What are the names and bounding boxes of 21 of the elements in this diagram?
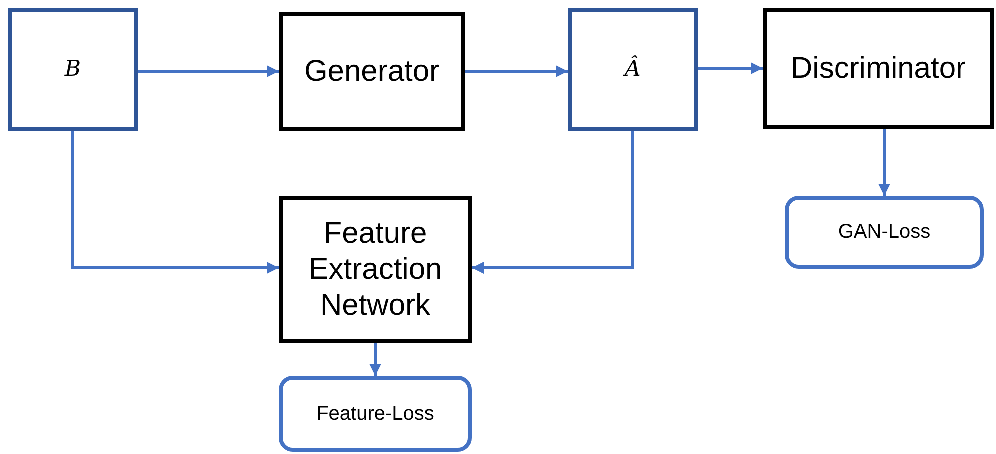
node-label: GAN-Loss (838, 221, 931, 244)
loss-box (279, 376, 472, 452)
arrow (370, 343, 382, 376)
arrow (72, 131, 279, 274)
node-label: B (64, 57, 82, 82)
node-label: Feature-Loss (316, 402, 434, 426)
arrow (698, 62, 763, 74)
node-label: Feature Extraction Network (308, 216, 444, 324)
node-label: Â (625, 57, 641, 82)
arrow (465, 66, 568, 78)
arrow (138, 66, 279, 78)
variable-box (568, 8, 698, 131)
loss-box (785, 196, 984, 269)
process-box (279, 196, 472, 343)
process-box (279, 12, 465, 131)
node-label: Discriminator (790, 50, 966, 86)
arrow (472, 131, 634, 274)
node-label: Generator (304, 54, 440, 90)
variable-box (8, 8, 138, 131)
process-box (763, 8, 994, 129)
arrow (878, 129, 890, 196)
